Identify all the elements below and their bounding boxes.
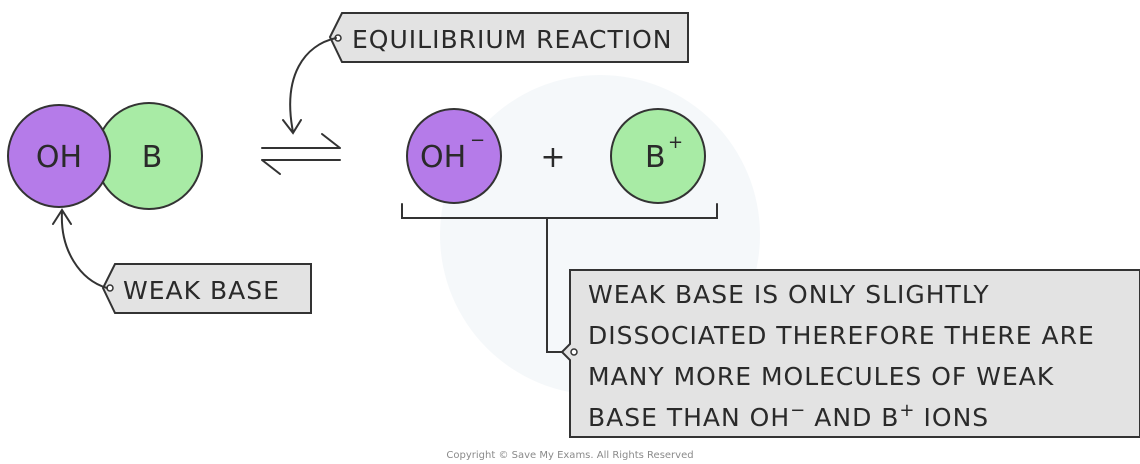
equilibrium-tag: EQUILIBRIUM REACTION	[328, 12, 689, 63]
explanation-line-4: BASE THAN OH−AND B+ IONS	[588, 400, 989, 432]
equilibrium-pointer-arrow	[282, 37, 337, 135]
weak-base-label: WEAK BASE	[123, 276, 280, 305]
weak-base-molecule: OH B	[7, 102, 203, 210]
explanation-plus: +	[899, 400, 915, 421]
cation-sphere	[610, 108, 706, 204]
equilibrium-arrows	[261, 133, 341, 175]
cation-label: B	[645, 140, 666, 175]
explanation-tag: WEAK BASE IS ONLY SLIGHTLY DISSOCIATED T…	[560, 269, 1140, 438]
oh-sphere-purple	[7, 104, 111, 208]
hydroxide-charge: −	[470, 130, 485, 151]
explanation-line-4a: BASE THAN OH	[588, 403, 790, 432]
cation-charge: +	[668, 132, 683, 153]
explanation-line-4c: IONS	[924, 403, 990, 432]
weak-base-tag: WEAK BASE	[101, 263, 312, 314]
explanation-line-3: MANY MORE MOLECULES OF WEAK	[588, 362, 1054, 391]
hydroxide-ion-sphere	[406, 108, 502, 204]
explanation-line-4b: AND B	[814, 403, 899, 432]
products: OH − + B +	[406, 108, 706, 204]
molecule-b-label: B	[142, 140, 163, 175]
plus-sign: +	[540, 140, 565, 175]
explanation-line-2: DISSOCIATED THEREFORE THERE ARE	[588, 321, 1095, 350]
copyright-notice: Copyright © Save My Exams. All Rights Re…	[446, 450, 693, 461]
explanation-minus: −	[790, 400, 806, 421]
explanation-line-1: WEAK BASE IS ONLY SLIGHTLY	[588, 280, 990, 309]
molecule-oh-label: OH	[36, 140, 82, 175]
equilibrium-label: EQUILIBRIUM REACTION	[352, 25, 672, 54]
weak-base-pointer-arrow	[52, 208, 108, 289]
hydroxide-ion-label: OH	[420, 140, 466, 175]
